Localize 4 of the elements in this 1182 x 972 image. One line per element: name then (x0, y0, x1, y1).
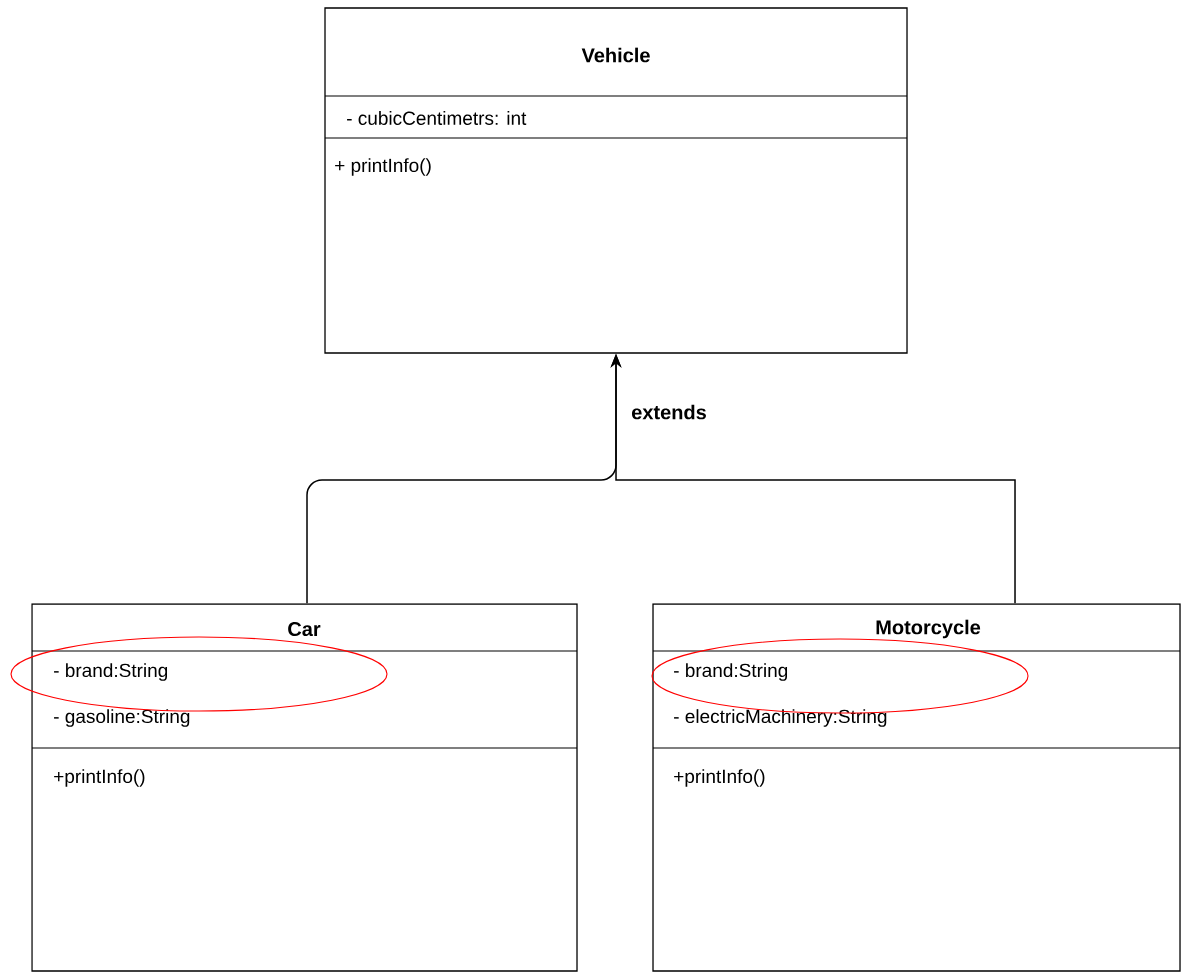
edge-label: extends (632, 404, 706, 420)
class-box: Car - brand:String - gasoline:String +printInfo() (31, 603, 578, 972)
class-box: Vehicle - cubicCentimetrs: int + printInfo() (324, 7, 908, 354)
class-box: Motorcycle - brand:String - electricMachinery:String +printInfo() (652, 603, 1181, 972)
